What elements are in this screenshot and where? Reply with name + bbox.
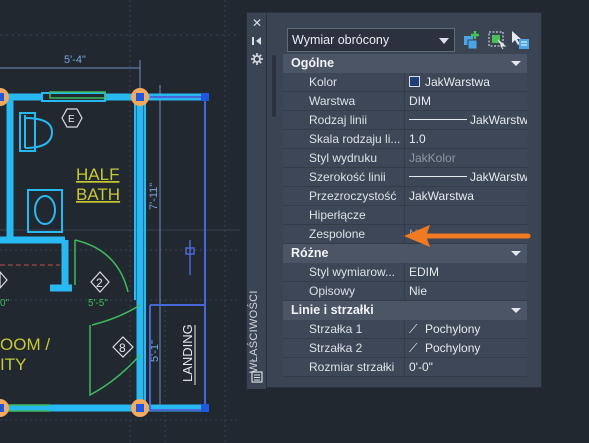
property-row-linetype[interactable]: Rodzaj linii JakWarstwa [283,111,527,130]
dim-mid-text: 5'-5" [88,298,108,309]
section-header-general[interactable]: Ogólne [283,54,527,73]
autohide-icon[interactable] [251,35,263,47]
property-label: Skala rodzaju li... [283,130,405,148]
property-value-text: JakWarstwa [470,170,527,184]
lineweight-preview [409,176,467,177]
property-row-arrow-size[interactable]: Rozmiar strzałki 0'-0" [283,358,527,377]
room-label-partial-2: ITY [0,355,26,374]
grip-left-edge-top[interactable] [0,88,9,106]
grip-top-left[interactable] [131,88,149,106]
chevron-down-icon [439,38,449,44]
oblique-arrow-icon: ⟋ [409,322,418,336]
room-label-partial-1: OOM / [0,335,50,354]
chevron-down-icon [511,251,521,256]
callout-arrow-icon [404,225,531,247]
chevron-down-icon [511,308,521,313]
palette-properties-icon[interactable] [251,371,263,383]
property-label: Strzałka 2 [283,339,405,357]
property-label: Zespolone [283,225,405,243]
dim-right-text: 7'-11" [148,183,160,210]
toggle-pickadd-icon[interactable] [463,30,483,50]
section-header-lines-arrows[interactable]: Linie i strzałki [283,301,527,320]
landing-label: LANDING [180,324,195,382]
dim-left-text: 0" [0,298,10,309]
property-row-annotative[interactable]: Opisowy Nie [283,282,527,301]
property-label: Hiperłącze [283,206,405,224]
property-row-lineweight[interactable]: Szerokość linii JakWarstwa [283,168,527,187]
property-value[interactable]: JakWarstwa [405,168,527,186]
property-value[interactable]: ⟋ Pochylony [405,320,527,338]
object-type-select[interactable]: Wymiar obrócony [287,28,455,52]
property-label: Rodzaj linii [283,111,405,129]
property-row-arrow1[interactable]: Strzałka 1 ⟋ Pochylony [283,320,527,339]
scrollbar[interactable] [272,55,276,117]
property-value-text: JakWarstwa [425,75,490,89]
linetype-preview [409,119,467,120]
grip-bottom-right[interactable] [201,404,209,412]
dim-top-text: 5'-4" [64,54,86,66]
dim-lower-text: 5'-1" [149,340,161,362]
property-label: Szerokość linii [283,168,405,186]
color-swatch [409,76,420,87]
property-row-hyperlink[interactable]: Hiperłącze [283,206,527,225]
property-row-linetype-scale[interactable]: Skala rodzaju li... 1.0 [283,130,527,149]
grip-left-edge-bottom[interactable] [0,399,9,417]
property-row-arrow2[interactable]: Strzałka 2 ⟋ Pochylony [283,339,527,358]
property-row-color[interactable]: Kolor JakWarstwa [283,73,527,92]
property-label: Kolor [283,73,405,91]
settings-icon[interactable] [251,53,263,65]
property-value[interactable]: DIM [405,92,527,110]
property-label: Rozmiar strzałki [283,358,405,376]
property-value[interactable]: 0'-0" [405,358,527,376]
property-label: Styl wymiarow... [283,263,405,281]
property-value-text: Pochylony [425,341,481,355]
property-label: Styl wydruku [283,149,405,167]
close-icon[interactable]: ✕ [251,16,263,30]
property-value[interactable]: EDIM [405,263,527,281]
property-value[interactable] [405,206,527,224]
palette-title: WŁAŚCIWOŚCI [248,290,260,373]
tag-e: E [68,114,75,125]
property-value[interactable]: 1.0 [405,130,527,148]
section-header-misc[interactable]: Różne [283,244,527,263]
section-title-lines-arrows: Linie i strzałki [291,303,374,317]
property-row-plot-style[interactable]: Styl wydruku JakKolor [283,149,527,168]
property-value[interactable]: JakWarstwa [405,73,527,91]
property-row-dimstyle[interactable]: Styl wymiarow... EDIM [283,263,527,282]
properties-grid: Ogólne Kolor JakWarstwa Warstwa DIM Rodz… [283,54,527,377]
select-objects-icon[interactable] [487,30,507,50]
grip-bottom-left[interactable] [131,399,149,417]
quick-select-icon[interactable] [510,30,530,50]
property-value[interactable]: JakKolor [405,149,527,167]
properties-palette: ✕ WŁAŚCIWOŚCI Wymiar obrócony Ogólne Kol… [246,12,542,389]
section-title-misc: Różne [291,246,329,260]
property-value-text: JakWarstwa [470,113,527,127]
tag-8: 8 [119,341,126,355]
object-type-value: Wymiar obrócony [292,33,390,47]
tag-2: 2 [96,276,103,290]
section-title-general: Ogólne [291,56,335,70]
property-value-text: Pochylony [425,322,481,336]
room-label-bath: BATH [76,185,120,204]
grip-top-right[interactable] [201,93,209,101]
oblique-arrow-icon: ⟋ [409,341,418,355]
property-label: Warstwa [283,92,405,110]
property-label: Przezroczystość [283,187,405,205]
property-value[interactable]: ⟋ Pochylony [405,339,527,357]
property-label: Strzałka 1 [283,320,405,338]
property-row-layer[interactable]: Warstwa DIM [283,92,527,111]
property-row-transparency[interactable]: Przezroczystość JakWarstwa [283,187,527,206]
chevron-down-icon [511,61,521,66]
room-label-half: HALF [76,165,119,184]
palette-titlebar[interactable]: ✕ WŁAŚCIWOŚCI [247,13,267,389]
property-value[interactable]: JakWarstwa [405,111,527,129]
property-value[interactable]: JakWarstwa [405,187,527,205]
property-value[interactable]: Nie [405,282,527,300]
property-label: Opisowy [283,282,405,300]
